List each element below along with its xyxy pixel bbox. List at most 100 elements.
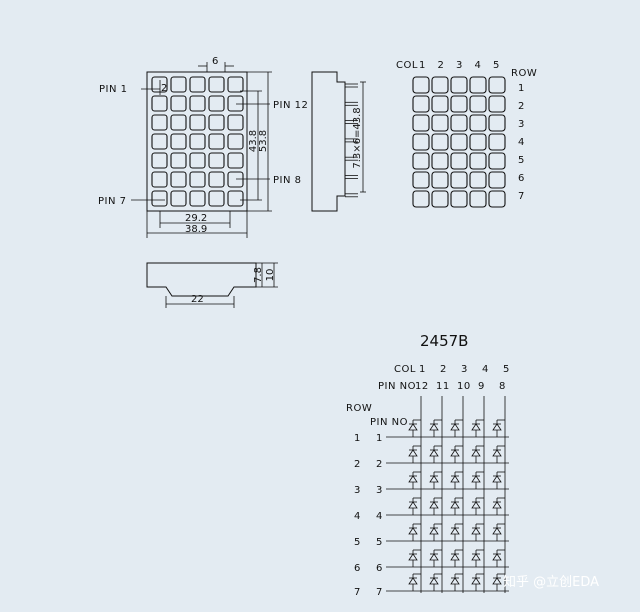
- pin-map-col-number: 4: [475, 60, 482, 71]
- pin-map-led-cell: [488, 190, 506, 208]
- pin-map-led-cell: [431, 133, 449, 151]
- pin-map-led-cell: [469, 171, 487, 189]
- part-number: 2457B: [420, 332, 468, 350]
- front-led-cell: [151, 133, 168, 150]
- front-led-cell: [151, 171, 168, 188]
- front-led-cell: [170, 152, 187, 169]
- bottom-view: 7.8 10 22: [146, 262, 278, 308]
- schematic-col-label: COL: [394, 364, 416, 375]
- led-diode: [492, 471, 505, 489]
- led-diode: [408, 549, 421, 567]
- pin-map-led-cell: [488, 76, 506, 94]
- pin-map-row-number: 7: [518, 191, 525, 202]
- led-diode: [492, 419, 505, 437]
- schematic-row-pin: 3: [376, 485, 383, 496]
- pin-map-led-cell: [450, 95, 468, 113]
- schematic-row-pin: 5: [376, 537, 383, 548]
- led-diode: [429, 419, 442, 437]
- front-led-cell: [208, 133, 225, 150]
- front-led-cell: [151, 76, 168, 93]
- schematic-row-number: 4: [354, 511, 361, 522]
- front-led-cell: [208, 76, 225, 93]
- front-led-cell: [227, 114, 244, 131]
- schematic-row-pin: 2: [376, 459, 383, 470]
- dim-width-inner: 29.2: [185, 213, 207, 224]
- front-led-cell: [170, 95, 187, 112]
- front-led-cell: [227, 190, 244, 207]
- schematic-row-number: 2: [354, 459, 361, 470]
- front-led-cell: [227, 152, 244, 169]
- pin-map-led-cell: [412, 171, 430, 189]
- pin-map-row-number: 2: [518, 101, 525, 112]
- led-diode: [492, 573, 505, 591]
- led-diode: [471, 471, 484, 489]
- led-diode: [429, 471, 442, 489]
- led-diode: [471, 445, 484, 463]
- pin-map-led-cell: [450, 114, 468, 132]
- pin-map-led-cell: [431, 95, 449, 113]
- dim-height-a: 7.8: [253, 267, 264, 283]
- schematic-row-number: 5: [354, 537, 361, 548]
- pin-map-led-cell: [450, 190, 468, 208]
- schematic-col-number: 1: [419, 364, 426, 375]
- schematic-col-pin: 8: [499, 381, 506, 392]
- led-diode: [471, 549, 484, 567]
- led-diode: [450, 549, 463, 567]
- schematic-row-pin: 1: [376, 433, 383, 444]
- front-led-cell: [151, 190, 168, 207]
- front-led-cell: [170, 114, 187, 131]
- schematic-col-number: 3: [461, 364, 468, 375]
- pin-map-led-cell: [412, 95, 430, 113]
- front-led-cell: [189, 114, 206, 131]
- led-diode: [471, 497, 484, 515]
- front-led-cell: [189, 133, 206, 150]
- pin-map-col-label: COL: [396, 60, 418, 71]
- pin-map-led-cell: [431, 190, 449, 208]
- led-diode: [450, 471, 463, 489]
- schematic-col-pin: 11: [436, 381, 450, 392]
- front-led-cell: [151, 114, 168, 131]
- led-diode: [429, 445, 442, 463]
- led-diode: [492, 523, 505, 541]
- front-led-cell: [189, 171, 206, 188]
- schematic-row-pin: 7: [376, 587, 383, 598]
- front-view: 6 PIN 1 2 PIN 12 PIN 8 PIN 7 43.8 53.8 2…: [98, 56, 308, 238]
- dim-height-inner: 43.8: [248, 130, 259, 152]
- pin-map-led-cell: [469, 133, 487, 151]
- side-view-pins: [345, 83, 358, 198]
- pin-map-led-cell: [450, 133, 468, 151]
- pin-map-led-cell: [431, 114, 449, 132]
- led-diode: [429, 523, 442, 541]
- led-diode: [492, 549, 505, 567]
- pin-map-col-number: 3: [456, 60, 463, 71]
- led-diode: [450, 419, 463, 437]
- front-led-cell: [208, 171, 225, 188]
- pin-map-led-cell: [488, 171, 506, 189]
- pin-map-led-cell: [469, 114, 487, 132]
- pin-map-col-number: 5: [493, 60, 500, 71]
- pin-map-col-number: 1: [419, 60, 426, 71]
- dim-bottom-width: 22: [191, 294, 204, 305]
- led-diode: [471, 419, 484, 437]
- led-diode: [408, 497, 421, 515]
- front-view-cells: [151, 76, 244, 207]
- pin-map-led-cell: [412, 152, 430, 170]
- front-led-cell: [170, 133, 187, 150]
- led-diode: [450, 497, 463, 515]
- pin-map-led-cell: [450, 152, 468, 170]
- led-diode: [429, 497, 442, 515]
- schematic-row-pin: 6: [376, 563, 383, 574]
- schematic-row-label: ROW: [346, 403, 372, 414]
- schematic-row-number: 3: [354, 485, 361, 496]
- side-view: 7.3×6=43.8: [311, 71, 366, 212]
- front-led-cell: [208, 95, 225, 112]
- schematic-row-number: 1: [354, 433, 361, 444]
- label-pin-1: PIN 1: [99, 84, 128, 95]
- front-led-cell: [189, 190, 206, 207]
- pin-map-led-cell: [469, 190, 487, 208]
- led-diode: [492, 445, 505, 463]
- bottom-view-outline: [146, 262, 257, 297]
